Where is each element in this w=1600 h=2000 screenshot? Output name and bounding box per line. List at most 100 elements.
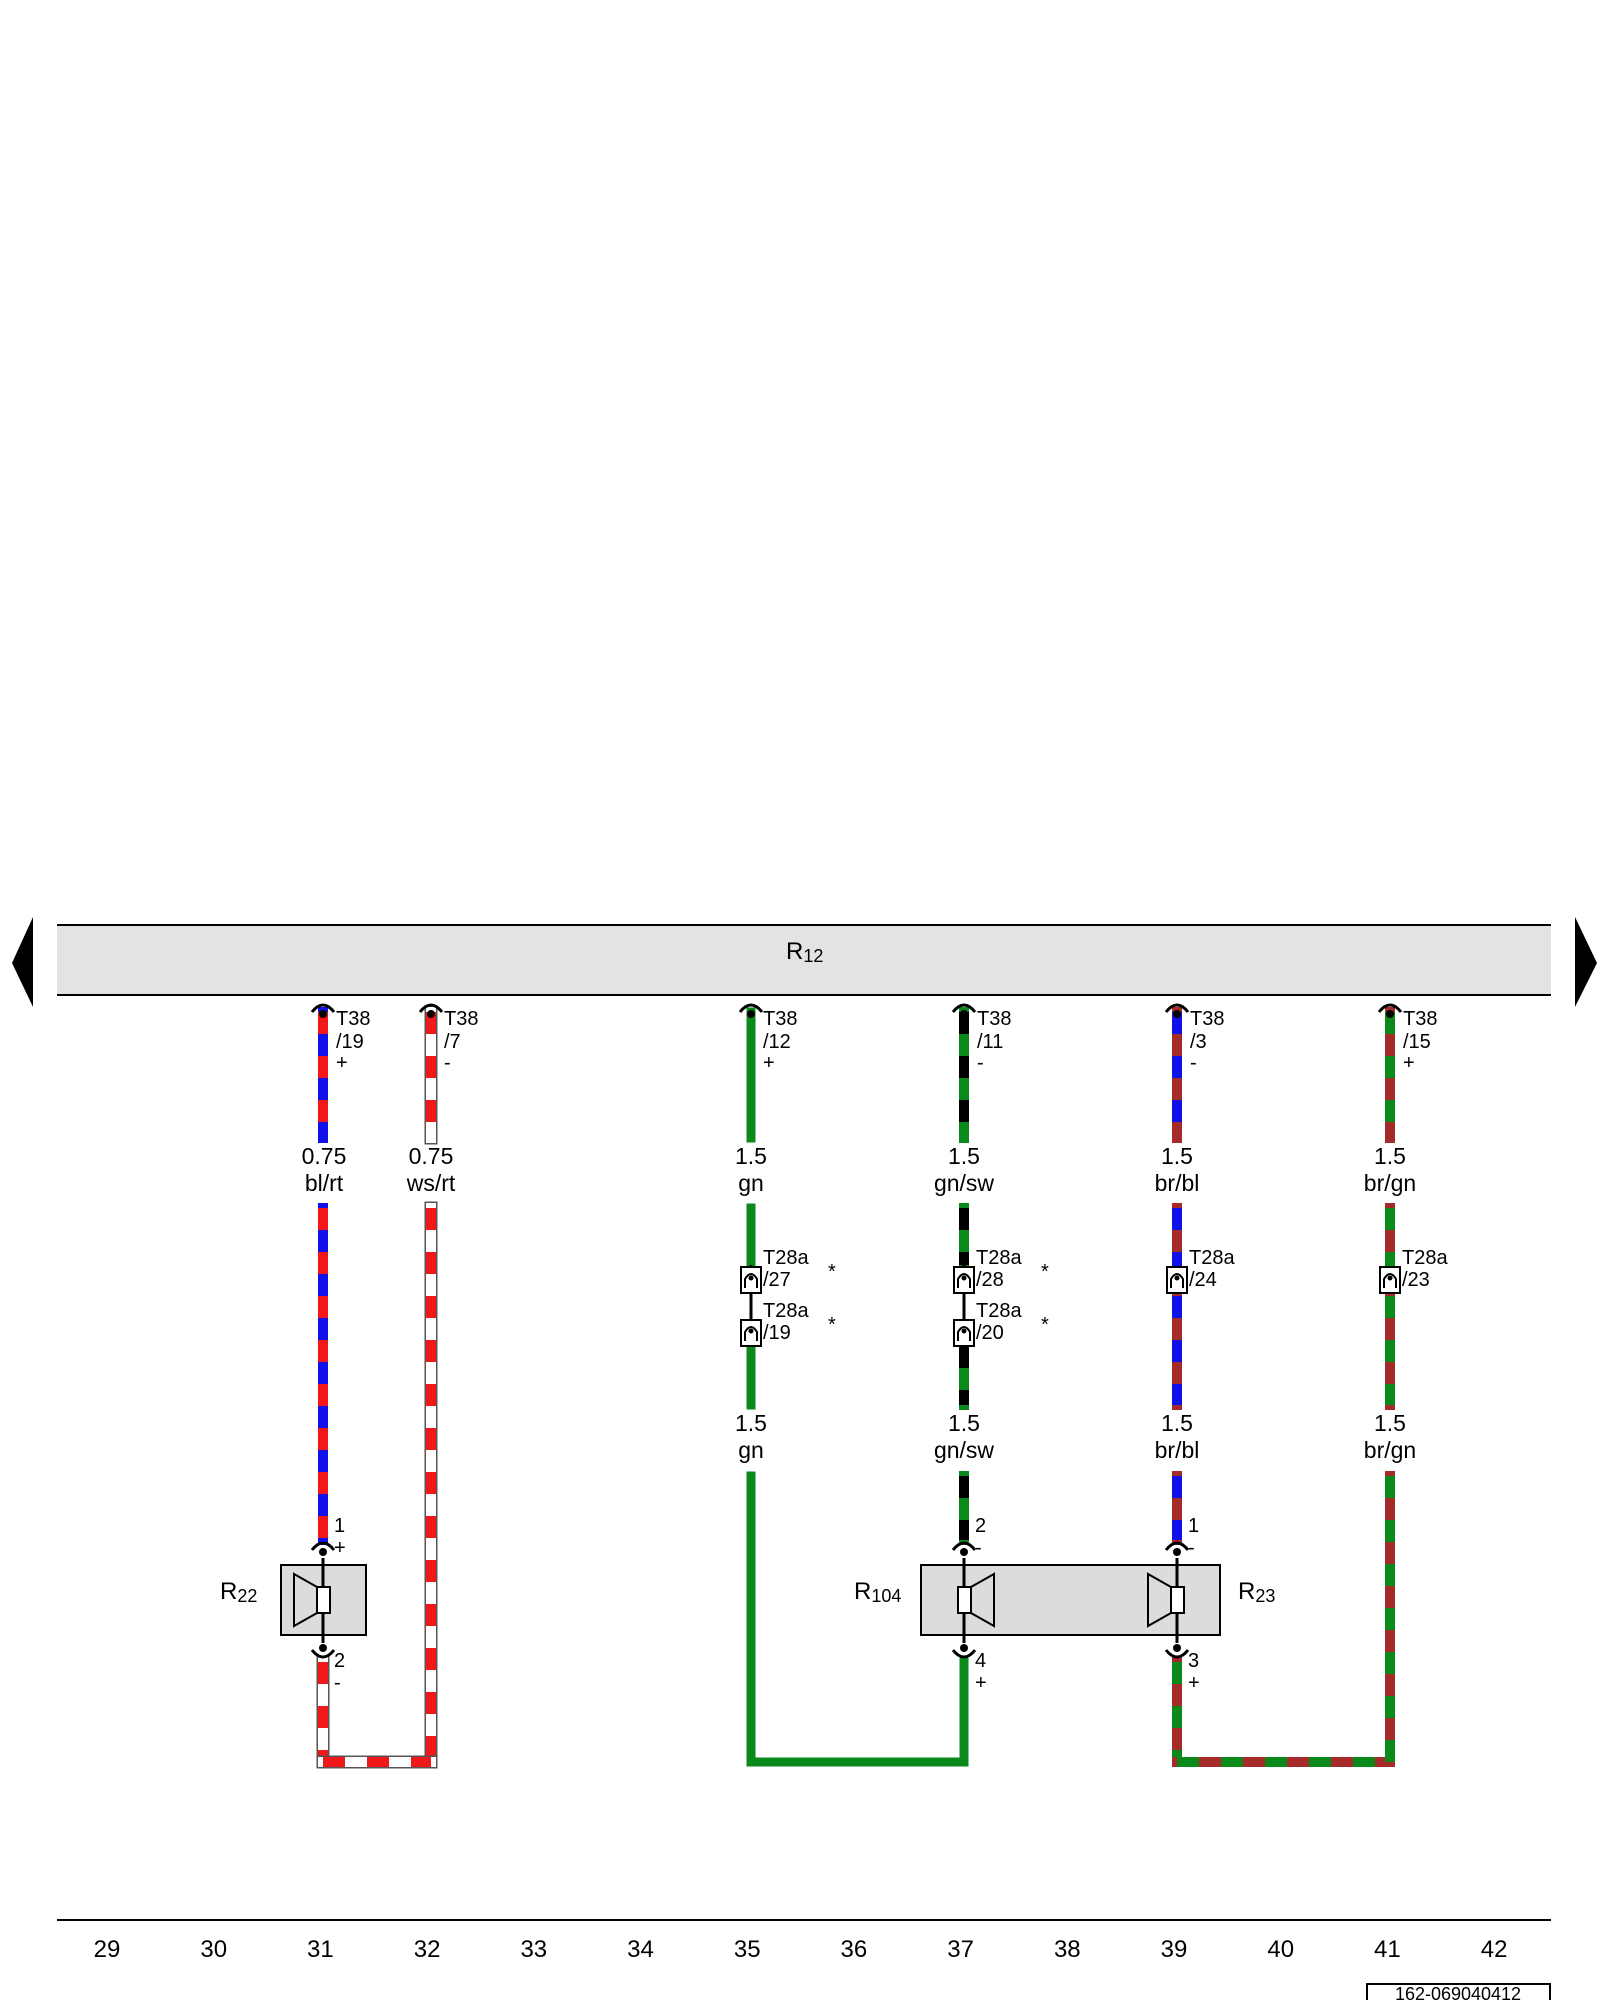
polarity-label: - bbox=[977, 1052, 984, 1074]
component-bar bbox=[57, 925, 1551, 995]
polarity-label: + bbox=[975, 1672, 987, 1694]
column-number: 40 bbox=[1267, 1936, 1294, 1963]
connector-label: T38 bbox=[763, 1008, 797, 1030]
pin-label: /19 bbox=[336, 1031, 364, 1053]
previous-page-arrow-icon[interactable] bbox=[12, 917, 33, 1007]
speaker-box-r104-r23: 2 - 4 + 1 - 3 + R104 R23 bbox=[854, 1515, 1275, 1694]
wire-color: br/gn bbox=[1364, 1437, 1416, 1463]
column-number: 30 bbox=[200, 1936, 227, 1963]
wire-size: 1.5 bbox=[948, 1143, 980, 1169]
pin-label: /11 bbox=[977, 1031, 1003, 1053]
pin-label: /23 bbox=[1402, 1269, 1430, 1291]
connector-label: T28a bbox=[763, 1300, 809, 1322]
terminal-t38-12 bbox=[738, 1003, 764, 1020]
speaker-terminal bbox=[1164, 1642, 1190, 1659]
inline-connector-t28a-28 bbox=[953, 1266, 975, 1294]
wire-color: bl/rt bbox=[305, 1170, 344, 1196]
pin-label: /3 bbox=[1190, 1031, 1207, 1053]
wire-size: 1.5 bbox=[1374, 1410, 1406, 1436]
connector-label: T38 bbox=[1403, 1008, 1437, 1030]
terminal-t38-19 bbox=[310, 1003, 336, 1020]
speaker-r23-icon bbox=[1147, 1558, 1185, 1643]
connector-label: T38 bbox=[444, 1008, 478, 1030]
polarity-label: - bbox=[334, 1672, 341, 1694]
wire-color: gn/sw bbox=[934, 1437, 994, 1463]
footnote-mark: * bbox=[828, 1261, 836, 1283]
wire-size: 1.5 bbox=[1161, 1410, 1193, 1436]
terminal-t38-3 bbox=[1164, 1003, 1190, 1020]
pin-label: /27 bbox=[763, 1269, 791, 1291]
connector-label: T38 bbox=[1190, 1008, 1224, 1030]
pin-label: /19 bbox=[763, 1322, 791, 1344]
pin-label: /7 bbox=[444, 1031, 461, 1053]
wire-color: gn bbox=[738, 1170, 764, 1196]
speaker-terminal bbox=[310, 1642, 336, 1659]
column-number: 42 bbox=[1481, 1936, 1508, 1963]
pin-label: /24 bbox=[1189, 1269, 1217, 1291]
footnote-mark: * bbox=[1041, 1261, 1049, 1283]
speaker-icon bbox=[293, 1558, 331, 1643]
wire-color: br/gn bbox=[1364, 1170, 1416, 1196]
connector-label: T28a bbox=[1189, 1247, 1235, 1269]
wires bbox=[316, 1005, 1395, 1769]
column-number: 36 bbox=[841, 1936, 868, 1963]
pin-label: /15 bbox=[1403, 1031, 1431, 1053]
component-label: R23 bbox=[1238, 1578, 1275, 1606]
footnote-mark: * bbox=[1041, 1314, 1049, 1336]
column-number: 29 bbox=[94, 1936, 121, 1963]
column-number: 33 bbox=[520, 1936, 547, 1963]
inline-connector-t28a-24 bbox=[1166, 1266, 1188, 1294]
component-label: R12 bbox=[786, 938, 823, 966]
pin-label: /12 bbox=[763, 1031, 791, 1053]
pin-number: 1 bbox=[1188, 1515, 1199, 1537]
inline-connector-t28a-19 bbox=[740, 1319, 762, 1347]
polarity-label: - bbox=[444, 1052, 451, 1074]
connector-label: T38 bbox=[977, 1008, 1011, 1030]
pin-label: /28 bbox=[976, 1269, 1004, 1291]
wire-size: 0.75 bbox=[302, 1143, 347, 1169]
inline-connector-t28a-23 bbox=[1379, 1266, 1401, 1294]
svg-text:162-069040412: 162-069040412 bbox=[1395, 1984, 1521, 2000]
polarity-label: + bbox=[1403, 1052, 1415, 1074]
wire-color: br/bl bbox=[1155, 1170, 1200, 1196]
inline-connector-t28a-27 bbox=[740, 1266, 762, 1294]
polarity-label: + bbox=[1188, 1672, 1200, 1694]
wire-size: 0.75 bbox=[409, 1143, 454, 1169]
t28a-connectors: T28a /27 * T28a /19 * T28a /28 * T28a /2… bbox=[740, 1247, 1448, 1347]
wire-size: 1.5 bbox=[1374, 1143, 1406, 1169]
footnote-mark: * bbox=[828, 1314, 836, 1336]
wire-color: br/bl bbox=[1155, 1437, 1200, 1463]
column-number: 38 bbox=[1054, 1936, 1081, 1963]
wire-size: 1.5 bbox=[1161, 1143, 1193, 1169]
wire-color: gn bbox=[738, 1437, 764, 1463]
wire-size: 1.5 bbox=[735, 1143, 767, 1169]
wire-size: 1.5 bbox=[948, 1410, 980, 1436]
connector-label: T28a bbox=[763, 1247, 809, 1269]
polarity-label: - bbox=[975, 1537, 982, 1559]
connector-label: T38 bbox=[336, 1008, 370, 1030]
pin-label: /20 bbox=[976, 1322, 1004, 1344]
pin-number: 2 bbox=[975, 1515, 986, 1537]
wire-color: gn/sw bbox=[934, 1170, 994, 1196]
component-label: R104 bbox=[854, 1578, 901, 1606]
pin-number: 2 bbox=[334, 1650, 345, 1672]
speaker-terminal bbox=[951, 1642, 977, 1659]
next-page-arrow-icon[interactable] bbox=[1575, 917, 1597, 1007]
column-number: 39 bbox=[1161, 1936, 1188, 1963]
column-number: 37 bbox=[947, 1936, 974, 1963]
inline-connector-t28a-20 bbox=[953, 1319, 975, 1347]
connector-label: T28a bbox=[1402, 1247, 1448, 1269]
component-label: R22 bbox=[220, 1578, 257, 1606]
polarity-label: + bbox=[334, 1537, 346, 1559]
wire-size: 1.5 bbox=[735, 1410, 767, 1436]
column-number: 31 bbox=[307, 1936, 334, 1963]
connector-label: T28a bbox=[976, 1300, 1022, 1322]
speaker-r22: 1 + 2 - R22 bbox=[220, 1515, 367, 1694]
pin-number: 4 bbox=[975, 1650, 986, 1672]
wire-color: ws/rt bbox=[406, 1170, 456, 1196]
polarity-label: - bbox=[1188, 1537, 1195, 1559]
pin-number: 3 bbox=[1188, 1650, 1199, 1672]
column-number: 41 bbox=[1374, 1936, 1401, 1963]
